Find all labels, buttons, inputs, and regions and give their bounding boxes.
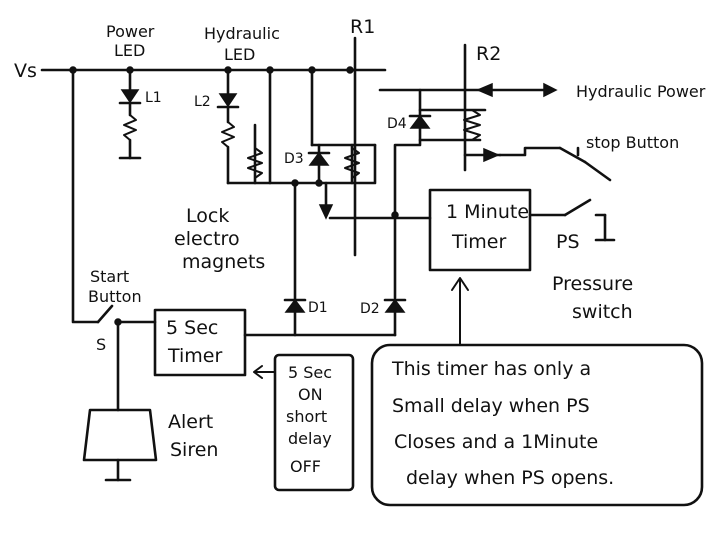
lock-label-2: electro	[174, 228, 240, 250]
led-l1-icon	[120, 89, 140, 104]
one-minute-timer-label-2: Timer	[451, 231, 506, 253]
resistor-l2-icon	[221, 121, 235, 148]
one-minute-timer-box	[428, 188, 532, 272]
d4-label: D4	[387, 116, 407, 132]
d1-label: D1	[308, 300, 328, 316]
pressure-label: Pressure	[552, 273, 633, 295]
timer-note-line-2: Small delay when PS	[392, 395, 590, 417]
pressure-switch	[528, 198, 616, 242]
diode-d2-icon	[384, 298, 406, 313]
timer-note-line-4: delay when PS opens.	[406, 467, 614, 489]
arrow-down-icon	[318, 204, 334, 220]
lock-electromagnets	[226, 68, 377, 302]
power-led-label: Power	[106, 22, 155, 41]
stop-button-switch-icon	[558, 146, 587, 164]
arrow-right-icon	[483, 147, 500, 163]
lock-label: Lock	[186, 205, 229, 227]
vs-label: Vs	[14, 60, 37, 82]
five-sec-note-line-4: delay	[288, 429, 332, 448]
hydraulic-power-label: Hydraulic Power	[576, 82, 706, 101]
five-sec-note-line-3: short	[286, 407, 327, 426]
timer-note-box	[370, 343, 704, 507]
hydraulic-led-label-2: LED	[224, 45, 255, 64]
five-sec-timer-label: 5 Sec	[166, 317, 218, 339]
r1-label: R1	[350, 16, 375, 38]
led-l2-icon	[218, 93, 238, 108]
timer-note-line-1: This timer has only a	[391, 358, 591, 380]
hydraulic-led-label: Hydraulic	[204, 24, 280, 43]
siren-icon	[82, 408, 158, 462]
electromagnet-coil-2-icon	[344, 147, 360, 179]
start-button-switch-icon	[96, 304, 114, 324]
d3-label: D3	[284, 151, 304, 167]
arrow-left-icon	[476, 82, 493, 98]
diode-d4-icon	[409, 114, 431, 129]
l2-label: L2	[194, 94, 211, 110]
note-arrow-up	[451, 277, 469, 346]
ps-label: PS	[556, 231, 580, 253]
start-button-label-2: Button	[88, 287, 142, 306]
left-feed-wire	[71, 68, 100, 324]
one-minute-timer-label: 1 Minute	[446, 201, 529, 223]
timer-note-line-3: Closes and a 1Minute	[394, 431, 598, 453]
relay-r2	[378, 43, 612, 217]
power-led-label-2: LED	[114, 41, 145, 60]
pressure-switch-icon	[563, 198, 592, 217]
hydraulic-led-branch	[216, 68, 240, 185]
siren-label: Siren	[170, 439, 218, 461]
relay-coil-r2-icon	[463, 109, 481, 141]
electromagnet-coil-1-icon	[247, 147, 263, 179]
five-sec-note-line-1: 5 Sec	[288, 363, 332, 382]
s-label: S	[96, 335, 106, 354]
lock-label-3: magnets	[182, 251, 265, 273]
five-sec-note	[253, 353, 355, 492]
alert-label: Alert	[168, 411, 213, 433]
five-sec-timer-box	[153, 308, 247, 377]
relay-r1	[318, 36, 432, 257]
five-sec-note-line-2: ON	[298, 385, 323, 404]
five-sec-timer-label-2: Timer	[167, 345, 222, 367]
resistor-l1-icon	[123, 114, 137, 141]
l1-label: L1	[145, 90, 162, 106]
alert-siren	[82, 408, 158, 482]
stop-button-label: stop Button	[586, 133, 679, 152]
power-led-branch	[118, 68, 142, 160]
diode-network	[243, 211, 407, 337]
r2-label: R2	[476, 43, 501, 65]
pressure-label-2: switch	[572, 301, 633, 323]
start-switch	[96, 304, 157, 412]
five-sec-note-line-5: OFF	[290, 457, 321, 476]
supply-rail	[40, 66, 387, 74]
d2-label: D2	[360, 301, 380, 317]
start-button-label: Start	[90, 267, 129, 286]
diode-d1-icon	[284, 298, 306, 313]
